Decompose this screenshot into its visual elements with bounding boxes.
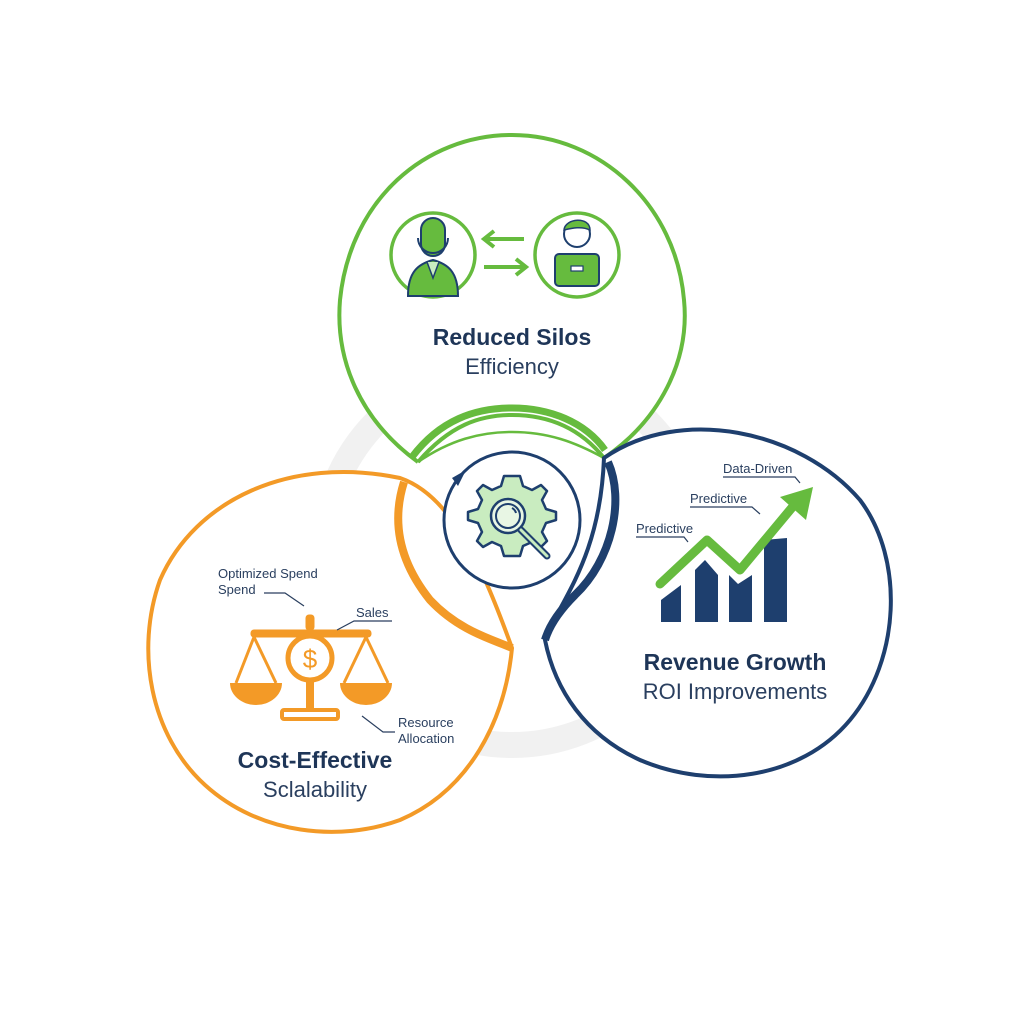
circle-reduced-silos (337, 132, 687, 464)
callout-resource-allocation: Resource Allocation (398, 715, 454, 747)
callout-sales: Sales (356, 605, 389, 620)
revenue-growth-title: Revenue Growth (643, 649, 827, 675)
cost-effective-title: Cost-Effective (237, 747, 393, 773)
center-hub (442, 450, 582, 590)
roi-improvements-subtitle: ROI Improvements (642, 679, 828, 704)
reduced-silos-title: Reduced Silos (432, 324, 592, 350)
callout-resource-line2: Allocation (398, 731, 455, 746)
cycle-arrow-icon (452, 470, 466, 486)
callout-data-driven: Data-Driven (723, 461, 793, 476)
balance-scale-dollar-icon: $ (230, 614, 392, 721)
callout-predictive-upper: Predictive (690, 491, 748, 506)
left-callout-lines (264, 592, 395, 733)
callout-optimized-line2: Spend (218, 582, 256, 597)
bar-chart-growth-icon (655, 487, 813, 622)
gear-magnifier-icon (466, 474, 558, 560)
right-callout-lines (636, 476, 801, 543)
scalability-subtitle: Sclalability (263, 777, 367, 802)
person-headset-icon (389, 211, 477, 299)
callout-predictive-lower: Predictive (636, 521, 694, 536)
callout-resource-line1: Resource (398, 715, 454, 730)
person-briefcase-icon (533, 211, 621, 299)
callout-optimized-line1: Optimized Spend (218, 566, 318, 581)
efficiency-subtitle: Efficiency (465, 354, 559, 379)
svg-text:$: $ (303, 644, 318, 674)
arrows-exchange-icon (480, 229, 530, 277)
callout-optimized-spend: Optimized Spend Spend (218, 566, 318, 598)
